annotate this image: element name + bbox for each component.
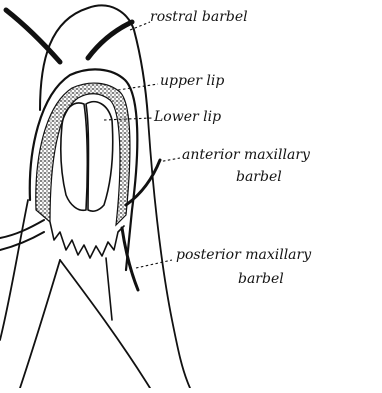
label-posterior-maxillary-barbel-line2: barbel xyxy=(238,272,284,286)
label-rostral-barbel: rostral barbel xyxy=(150,10,248,24)
leader-posterior xyxy=(136,260,172,268)
tail-fork-left xyxy=(20,260,60,388)
rostral-barbel-right xyxy=(88,22,132,58)
label-upper-lip: upper lip xyxy=(160,74,224,88)
lower-lip-left xyxy=(61,103,88,210)
mouth-lower-edge xyxy=(50,222,124,258)
rostral-barbel-left xyxy=(6,10,60,62)
label-anterior-maxillary-barbel-line1: anterior maxillary xyxy=(182,148,310,162)
tail-fork-right xyxy=(60,260,150,388)
label-anterior-maxillary-barbel-line2: barbel xyxy=(236,170,282,184)
label-posterior-maxillary-barbel-line1: posterior maxillary xyxy=(176,248,311,262)
body-center-line xyxy=(106,258,112,320)
label-lower-lip: Lower lip xyxy=(154,110,221,124)
lower-lip-right xyxy=(86,102,113,211)
leader-upper-lip xyxy=(118,84,158,90)
body-outline-left xyxy=(0,200,28,340)
